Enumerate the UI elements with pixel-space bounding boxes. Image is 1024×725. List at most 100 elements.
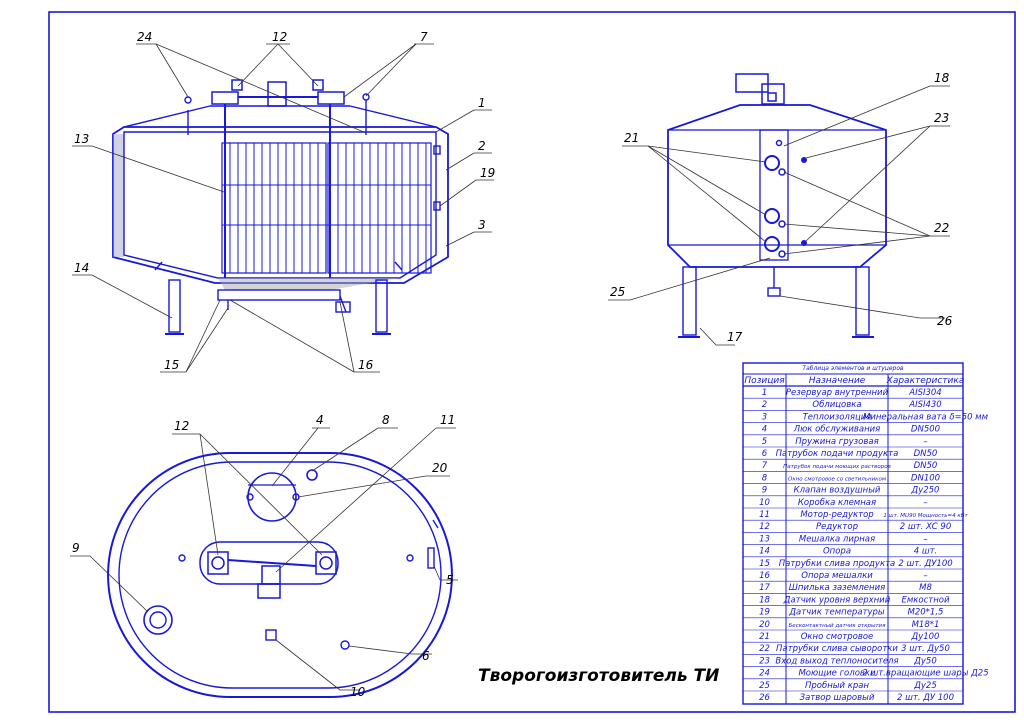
table-cell: Минеральная вата δ=50 мм: [863, 412, 989, 422]
table-cell: Патрубок подачи продукта: [776, 449, 899, 459]
table-cell: 2 шт. ДУ 100: [897, 693, 954, 703]
table-cell: 4 шт.: [914, 547, 938, 557]
table-header-cell: Назначение: [809, 376, 866, 386]
table-cell: Опора мешалки: [801, 571, 873, 581]
label-18: 18: [934, 71, 950, 85]
table-cell: Емкостной: [901, 595, 950, 605]
label-17: 17: [727, 330, 743, 344]
table-cell: 4: [762, 425, 767, 435]
table-cell: DN500: [911, 425, 940, 435]
label-16: 16: [358, 358, 374, 372]
table-header-cell: Позиция: [744, 376, 785, 386]
label-8: 8: [382, 413, 390, 427]
table-cell: Патрубки слива продукта: [779, 559, 896, 569]
table-cell: 25: [759, 681, 770, 691]
table-cell: Патрубки слива сыворотки: [776, 644, 898, 654]
table-cell: 15: [759, 559, 770, 569]
table-cell: 21: [759, 632, 770, 642]
table-cell: 18: [759, 595, 770, 605]
label-22: 22: [934, 221, 949, 235]
table-cell: DN50: [914, 449, 938, 459]
table-cell: 26: [759, 693, 770, 703]
label-12: 12: [272, 30, 287, 44]
label-9: 9: [72, 541, 80, 555]
label-15: 15: [164, 358, 179, 372]
table-cell: 2 шт. ХС 90: [900, 522, 952, 532]
spec-table: Таблица элементов и штуцеров Позиция Назн…: [742, 362, 989, 705]
table-cell: 20: [759, 620, 770, 630]
label-top-12: 12: [174, 419, 189, 433]
table-cell: Окно смотровое со светильником: [788, 476, 886, 482]
table-cell: –: [923, 437, 927, 447]
table-cell: Датчик температуры: [788, 608, 885, 618]
label-7: 7: [420, 30, 428, 44]
table-cell: 14: [759, 547, 770, 557]
table-cell: –: [923, 534, 927, 544]
table-cell: 3 шт. Ду50: [901, 644, 950, 654]
table-cell: Шпилька заземления: [789, 583, 885, 593]
top-leaders: [70, 427, 458, 691]
table-cell: Облицовка: [812, 400, 861, 410]
table-cell: М18*1: [912, 620, 940, 630]
label-2: 2: [478, 139, 486, 153]
label-24: 24: [137, 30, 152, 44]
table-cell: DN100: [911, 473, 940, 483]
label-13: 13: [74, 132, 89, 146]
label-21: 21: [624, 131, 639, 145]
label-26: 26: [937, 314, 953, 328]
table-cell: Ду250: [911, 486, 940, 496]
table-cell: 2: [762, 400, 767, 410]
label-25: 25: [610, 285, 625, 299]
label-6: 6: [422, 649, 430, 663]
table-cell: Мешалка лирная: [799, 534, 875, 544]
table-cell: 8: [762, 473, 768, 483]
table-cell: Вход выход теплоносителя: [775, 656, 898, 666]
label-3: 3: [478, 218, 486, 232]
table-cell: 1 шт. MU90 Мощность=4 кВт: [883, 513, 968, 519]
table-cell: 24: [759, 669, 770, 679]
table-cell: 7: [762, 461, 768, 471]
table-cell: Опора: [823, 547, 851, 557]
table-cell: 5: [762, 437, 767, 447]
side-view: [667, 73, 887, 338]
table-cell: 16: [759, 571, 770, 581]
table-cell: 13: [759, 534, 770, 544]
table-cell: М8: [919, 583, 932, 593]
table-cell: Теплоизоляция: [803, 412, 872, 422]
table-cell: AISI304: [908, 388, 941, 398]
table-cell: Мотор-редуктор: [800, 510, 873, 520]
table-cell: Бесконтактный датчик открытия: [789, 623, 887, 629]
table-cell: Пробный кран: [805, 681, 869, 691]
table-cell: Патрубок подачи моющих растворов: [783, 464, 891, 470]
table-cell: AISI430: [908, 400, 941, 410]
table-cell: Ду50: [913, 656, 937, 666]
top-view: [107, 452, 453, 698]
front-view: [112, 79, 449, 335]
label-11: 11: [440, 413, 455, 427]
drawing-title: Творогоизготовитель ТИ: [478, 666, 719, 686]
table-cell: 3: [762, 412, 767, 422]
table-cell: 22: [759, 644, 770, 654]
table-cell: Датчик уровня верхний: [783, 595, 891, 605]
table-cell: М20*1,5: [908, 608, 944, 618]
table-cell: Моющие головки: [798, 669, 876, 679]
sheet-frame: [48, 11, 1016, 713]
table-cell: DN50: [914, 461, 938, 471]
table-cell: Ду100: [911, 632, 940, 642]
label-19: 19: [480, 166, 495, 180]
table-cell: Коробка клемная: [798, 498, 876, 508]
table-cell: Затвор шаровый: [800, 693, 875, 703]
table-caption: Таблица элементов и штуцеров: [802, 365, 904, 372]
table-cell: Резервуар внутренний: [786, 388, 889, 398]
label-23: 23: [934, 111, 949, 125]
label-10: 10: [350, 685, 366, 699]
table-cell: Окно смотровое: [801, 632, 874, 642]
table-cell: 1: [762, 388, 767, 398]
table-cell: 10: [759, 498, 770, 508]
stirrer-wires: [222, 143, 431, 273]
table-cell: 23: [759, 656, 770, 666]
label-20: 20: [432, 461, 448, 475]
front-leaders: [72, 43, 494, 373]
table-cell: 6: [762, 449, 768, 459]
